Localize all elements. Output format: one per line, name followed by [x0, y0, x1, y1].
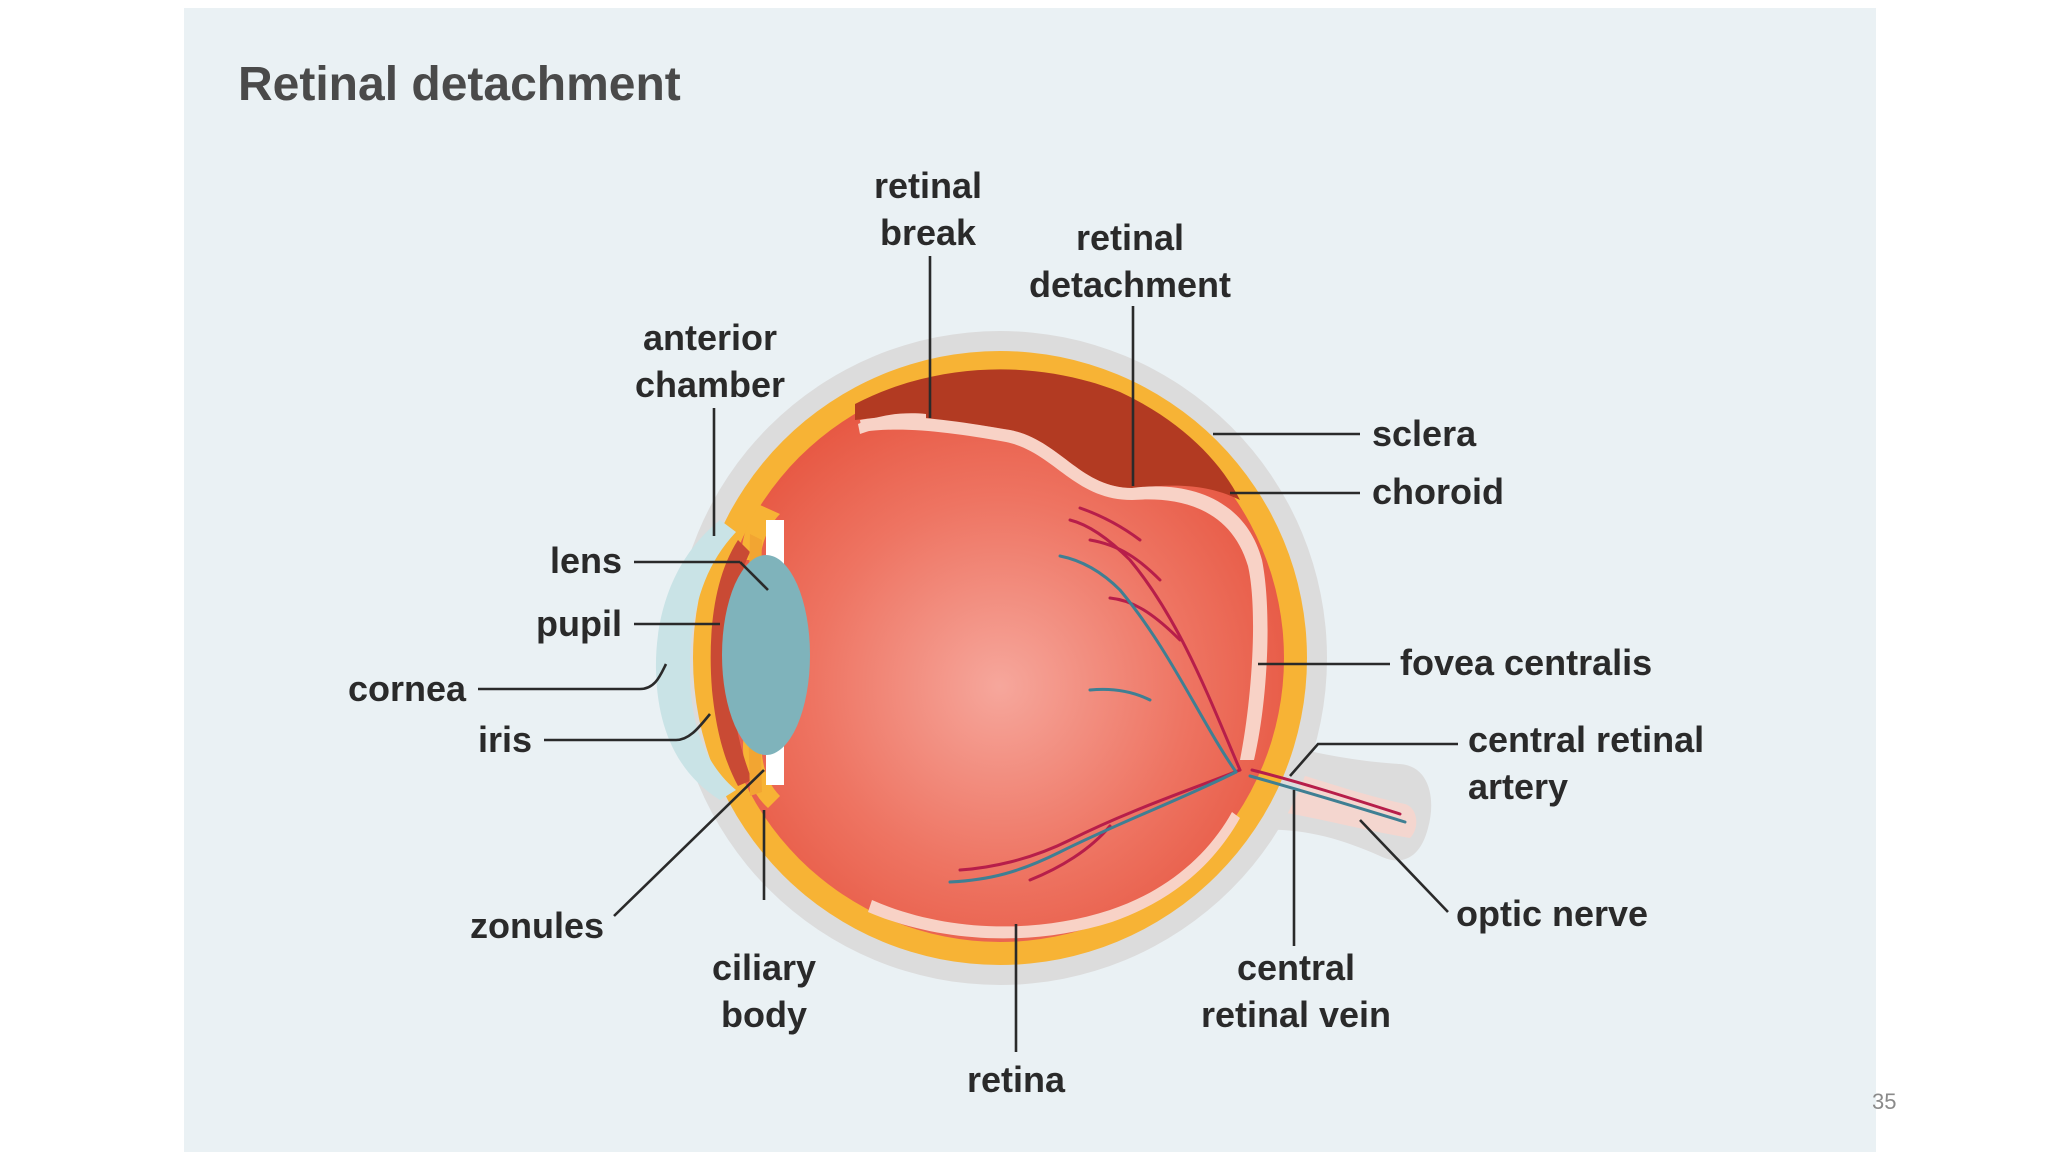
- label-cornea: cornea: [348, 668, 467, 709]
- label-retinal-break-2: break: [880, 212, 977, 253]
- leader-lens-bend: [739, 561, 769, 591]
- label-ciliary-body-1: ciliary: [712, 947, 816, 988]
- lens: [722, 555, 810, 755]
- label-zonules: zonules: [470, 905, 604, 946]
- label-anterior-chamber-2: chamber: [635, 364, 785, 405]
- label-ciliary-body-2: body: [721, 994, 807, 1035]
- label-central-retinal-vein-1: central: [1237, 947, 1355, 988]
- vitreous-body: [716, 374, 1284, 942]
- label-retinal-detachment-2: detachment: [1029, 264, 1231, 305]
- retinal-vessels: [948, 506, 1407, 884]
- retinal-break-edge: [858, 413, 926, 434]
- label-central-retinal-artery-2: artery: [1468, 766, 1568, 807]
- label-central-retinal-artery-1: central retinal: [1468, 719, 1704, 760]
- label-retinal-break-1: retinal: [874, 165, 982, 206]
- cornea: [655, 520, 736, 800]
- subretinal-space: [855, 369, 1240, 500]
- leader-central-retinal-artery: [1289, 742, 1458, 777]
- label-retinal-detachment-1: retinal: [1076, 217, 1184, 258]
- label-iris: iris: [478, 719, 532, 760]
- label-central-retinal-vein-2: retinal vein: [1201, 994, 1391, 1035]
- leader-zonules: [613, 769, 765, 917]
- label-anterior-chamber-1: anterior: [643, 317, 777, 358]
- label-optic-nerve: optic nerve: [1456, 893, 1648, 934]
- leader-cornea: [478, 663, 668, 691]
- labels: retinal break retinal detachment anterio…: [348, 165, 1704, 1100]
- eye-illustration: [655, 331, 1432, 985]
- leader-lines: [478, 256, 1458, 1052]
- page-title: Retinal detachment: [238, 58, 681, 111]
- iris: [710, 540, 752, 786]
- label-lens: lens: [550, 540, 622, 581]
- label-retina: retina: [967, 1059, 1066, 1100]
- leader-optic-nerve: [1359, 819, 1449, 913]
- label-sclera: sclera: [1372, 413, 1477, 454]
- label-fovea-centralis: fovea centralis: [1400, 642, 1652, 683]
- retina-attached: [1132, 486, 1268, 760]
- leader-iris: [544, 713, 711, 742]
- label-choroid: choroid: [1372, 471, 1504, 512]
- retina-lower: [868, 812, 1240, 939]
- page-number: 35: [1872, 1089, 1896, 1114]
- label-pupil: pupil: [536, 603, 622, 644]
